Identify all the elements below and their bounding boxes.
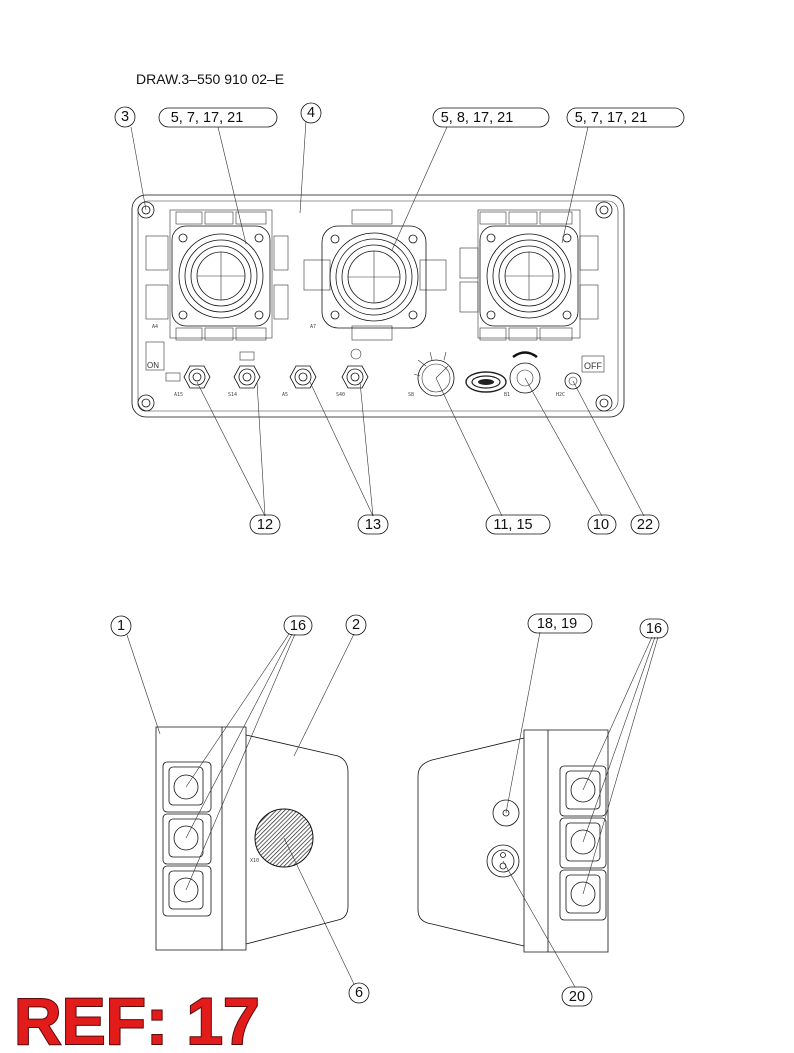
indicator-lamp xyxy=(564,372,582,390)
callout-16-right: 16 xyxy=(639,618,669,639)
key-switch xyxy=(509,351,541,394)
corner-screw-bottom-left xyxy=(137,394,155,412)
tiny-code: X10 xyxy=(250,858,259,864)
callout-5-8-17-21: 5, 8, 17, 21 xyxy=(432,107,550,128)
connector-3 xyxy=(289,365,317,389)
tiny-code: S8 xyxy=(408,392,414,398)
callout-6: 6 xyxy=(348,982,370,1004)
svg-text:16: 16 xyxy=(290,618,306,634)
tiny-code: B1 xyxy=(504,392,510,398)
svg-text:13: 13 xyxy=(365,517,381,533)
leader-lines-bottom xyxy=(126,631,659,988)
drawing-number: DRAW.3–550 910 02–E xyxy=(136,71,284,87)
joystick-center xyxy=(303,209,447,341)
callout-11-15: 11, 15 xyxy=(485,514,551,535)
callout-3: 3 xyxy=(114,106,136,128)
side-view-left: X10 xyxy=(155,726,349,951)
connector-4 xyxy=(341,348,369,389)
svg-text:1: 1 xyxy=(117,618,125,634)
svg-text:5, 8, 17, 21: 5, 8, 17, 21 xyxy=(441,110,514,126)
callout-13: 13 xyxy=(357,514,389,535)
svg-text:20: 20 xyxy=(569,989,585,1005)
socket-20 xyxy=(486,844,520,878)
leader-lines-top xyxy=(130,120,645,517)
on-label: ON xyxy=(147,361,159,370)
callout-22: 22 xyxy=(630,514,660,535)
corner-screw-top-left xyxy=(137,201,155,219)
callout-20: 20 xyxy=(561,986,593,1007)
svg-text:12: 12 xyxy=(257,517,273,533)
svg-text:18, 19: 18, 19 xyxy=(537,616,577,632)
tiny-code: A5 xyxy=(282,392,288,398)
off-label: OFF xyxy=(584,361,602,371)
corner-screw-bottom-right xyxy=(595,394,613,412)
svg-text:2: 2 xyxy=(352,617,360,633)
rotary-selector-switch xyxy=(413,351,455,397)
callout-2: 2 xyxy=(345,614,367,636)
panel-outer-border xyxy=(131,194,625,418)
tiny-code: S14 xyxy=(228,392,237,398)
svg-text:4: 4 xyxy=(307,105,315,121)
tiny-code: A4 xyxy=(152,324,158,330)
svg-text:5, 7, 17, 21: 5, 7, 17, 21 xyxy=(575,110,648,126)
tiny-code: A7 xyxy=(310,324,316,330)
svg-text:10: 10 xyxy=(593,517,609,533)
callout-12: 12 xyxy=(249,514,281,535)
socket-18-19 xyxy=(492,799,520,827)
joystick-left xyxy=(145,209,289,341)
connector-2 xyxy=(233,351,261,389)
connector-1 xyxy=(165,365,211,389)
joystick-right xyxy=(459,209,599,341)
callout-4: 4 xyxy=(300,102,322,124)
panel-inner-border xyxy=(137,200,619,412)
side-view-right xyxy=(417,729,609,953)
svg-text:22: 22 xyxy=(637,517,653,533)
callout-18-19: 18, 19 xyxy=(527,613,593,634)
svg-text:6: 6 xyxy=(355,985,363,1001)
control-panel-front-view: ON OFF xyxy=(131,194,625,418)
callout-5-7-17-21-left: 5, 7, 17, 21 xyxy=(158,107,278,128)
on-label-plate xyxy=(145,341,165,371)
logo-emblem xyxy=(465,371,507,393)
off-label-plate xyxy=(581,355,605,373)
ref-label: REF: 17 xyxy=(14,984,260,1053)
tiny-code: A15 xyxy=(174,392,183,398)
callout-5-7-17-21-right: 5, 7, 17, 21 xyxy=(566,107,685,128)
svg-text:16: 16 xyxy=(646,621,662,637)
svg-text:3: 3 xyxy=(121,109,129,125)
callout-16-left: 16 xyxy=(283,615,313,636)
corner-screw-top-right xyxy=(595,201,613,219)
callout-10: 10 xyxy=(587,514,617,535)
tiny-code: H2C xyxy=(556,392,565,398)
tiny-code: S40 xyxy=(336,392,345,398)
svg-text:5, 7, 17, 21: 5, 7, 17, 21 xyxy=(171,110,244,126)
svg-text:11, 15: 11, 15 xyxy=(493,517,532,533)
callout-1: 1 xyxy=(110,615,132,637)
